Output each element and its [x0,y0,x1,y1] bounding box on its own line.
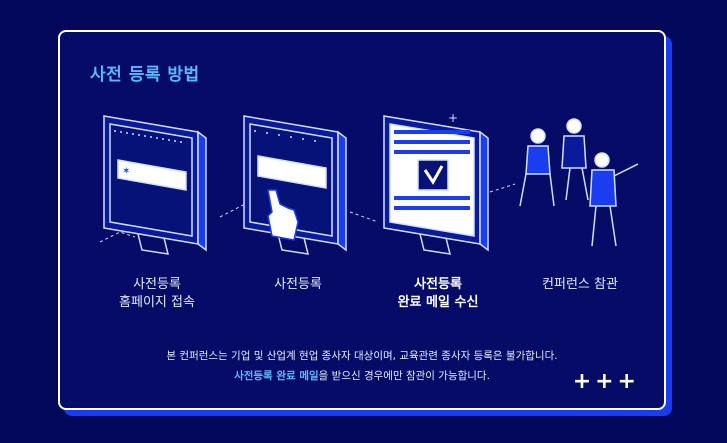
step-1-label: 사전등록 홈페이지 접속 [119,277,195,310]
monitor-icon: ✶ [103,115,207,255]
checkmark-icon [417,159,449,191]
notice-line-2: 사전등록 완료 메일을 받으신 경우에만 참관이 가능합니다. [234,370,490,382]
step-2-label: 사전등록 [274,277,322,292]
people-icon [519,118,639,247]
notice-line-1: 본 컨퍼런스는 기업 및 산업계 현업 종사자 대상이며, 교육관련 종사자 등… [166,350,558,362]
step-4-label: 컨퍼런스 참관 [542,277,618,292]
plus-decoration: +++ [572,369,640,394]
registration-card: 사전 등록 방법 ✶ [58,30,666,410]
svg-text:✶: ✶ [122,166,130,177]
svg-text:+: + [448,111,458,125]
cursor-hand-icon [267,189,299,241]
connector-lines [99,183,516,243]
page-title: 사전 등록 방법 [90,65,200,85]
notice-highlight: 사전등록 완료 메일 [234,370,319,382]
step-3-label: 사전등록 완료 메일 수신 [397,277,479,310]
monitor-icon: + [383,111,489,255]
monitor-icon [243,115,347,255]
